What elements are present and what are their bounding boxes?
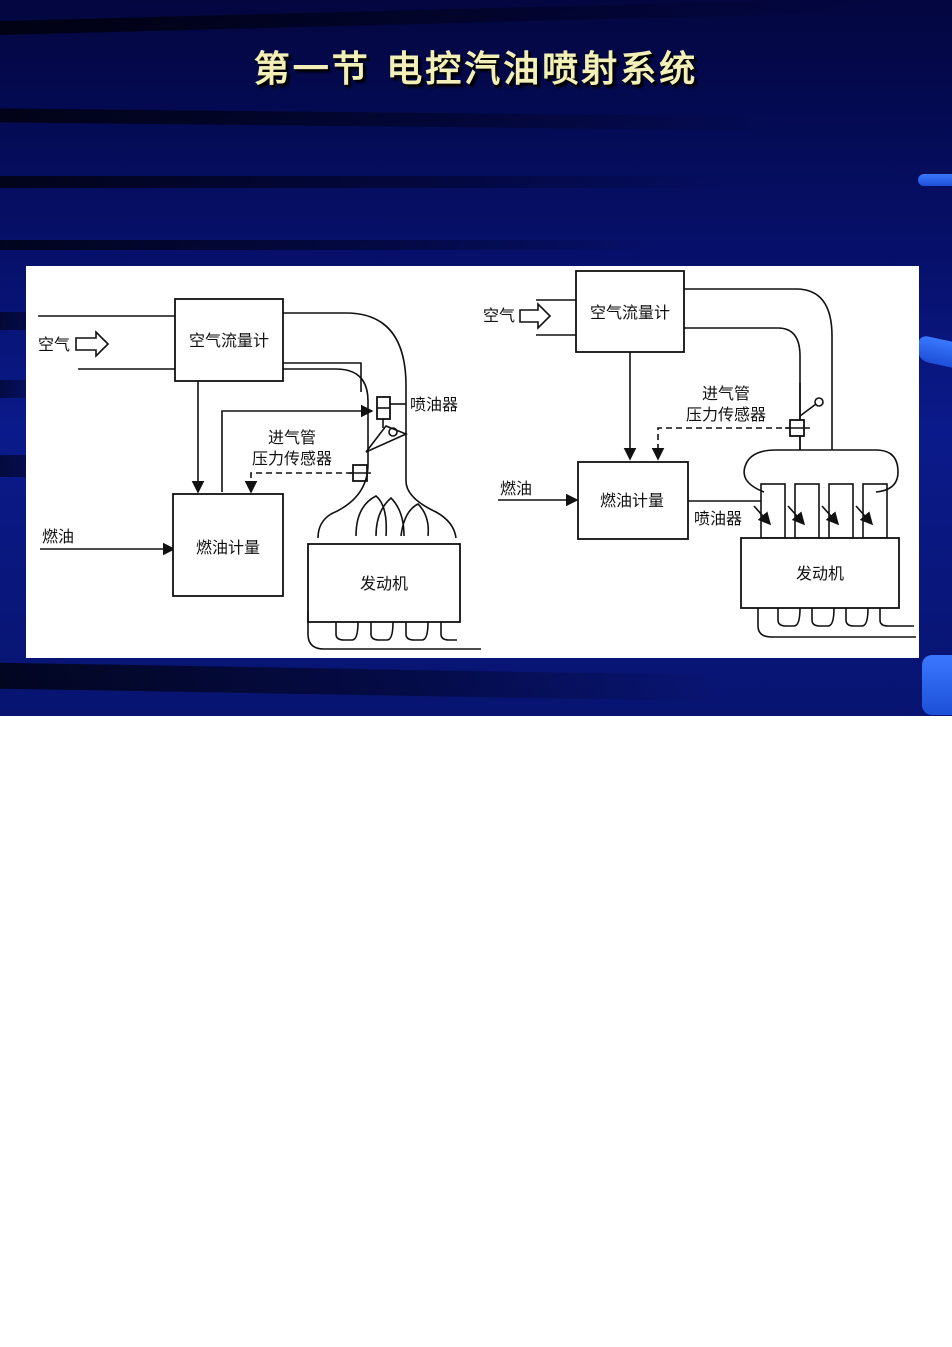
air-flow-meter-box: [174, 298, 284, 382]
background-streak: [0, 0, 860, 36]
right-diagram: 空气 空气流量计 进气管 压力传感器: [483, 270, 916, 638]
background-streak: [0, 176, 720, 188]
slide-background: 第一节 电控汽油喷射系统 空气 空气流量计: [0, 0, 952, 716]
air-label: 空气: [483, 306, 515, 325]
injector-label: 喷油器: [694, 509, 742, 528]
sensor-label-line1: 进气管: [702, 384, 750, 403]
air-flow-meter-box: [575, 270, 685, 353]
fuel-label: 燃油: [42, 527, 74, 546]
edge-accent: [918, 334, 952, 368]
fuel-label: 燃油: [500, 479, 532, 498]
engine-label: 发动机: [360, 574, 408, 593]
injection-diagram: 空气 空气流量计 喷油器: [38, 270, 916, 650]
slide-title: 第一节 电控汽油喷射系统: [253, 48, 699, 90]
engine-box: [740, 537, 900, 609]
left-diagram: 空气 空气流量计 喷油器: [38, 298, 481, 650]
sensor-label-line2: 压力传感器: [252, 449, 332, 468]
air-arrow-icon: [75, 330, 110, 358]
air-flow-meter-label: 空气流量计: [189, 331, 269, 350]
edge-accent: [918, 174, 952, 186]
diagram-figure: 空气 空气流量计 喷油器: [26, 266, 919, 658]
air-flow-meter-label: 空气流量计: [590, 303, 670, 322]
air-arrow-icon: [519, 302, 552, 330]
fuel-metering-box: [172, 493, 284, 597]
background-streak: [0, 662, 721, 702]
background-streak: [0, 240, 660, 250]
sensor-label-line2: 压力传感器: [686, 405, 766, 424]
injector-label: 喷油器: [410, 395, 458, 414]
engine-box: [307, 543, 461, 623]
fuel-metering-label: 燃油计量: [600, 491, 664, 510]
fuel-metering-label: 燃油计量: [196, 538, 260, 557]
fuel-metering-box: [577, 461, 689, 540]
air-label: 空气: [38, 335, 70, 354]
sensor-label-line1: 进气管: [268, 428, 316, 447]
engine-label: 发动机: [796, 564, 844, 583]
background-streak: [0, 108, 781, 131]
edge-accent: [922, 655, 952, 715]
